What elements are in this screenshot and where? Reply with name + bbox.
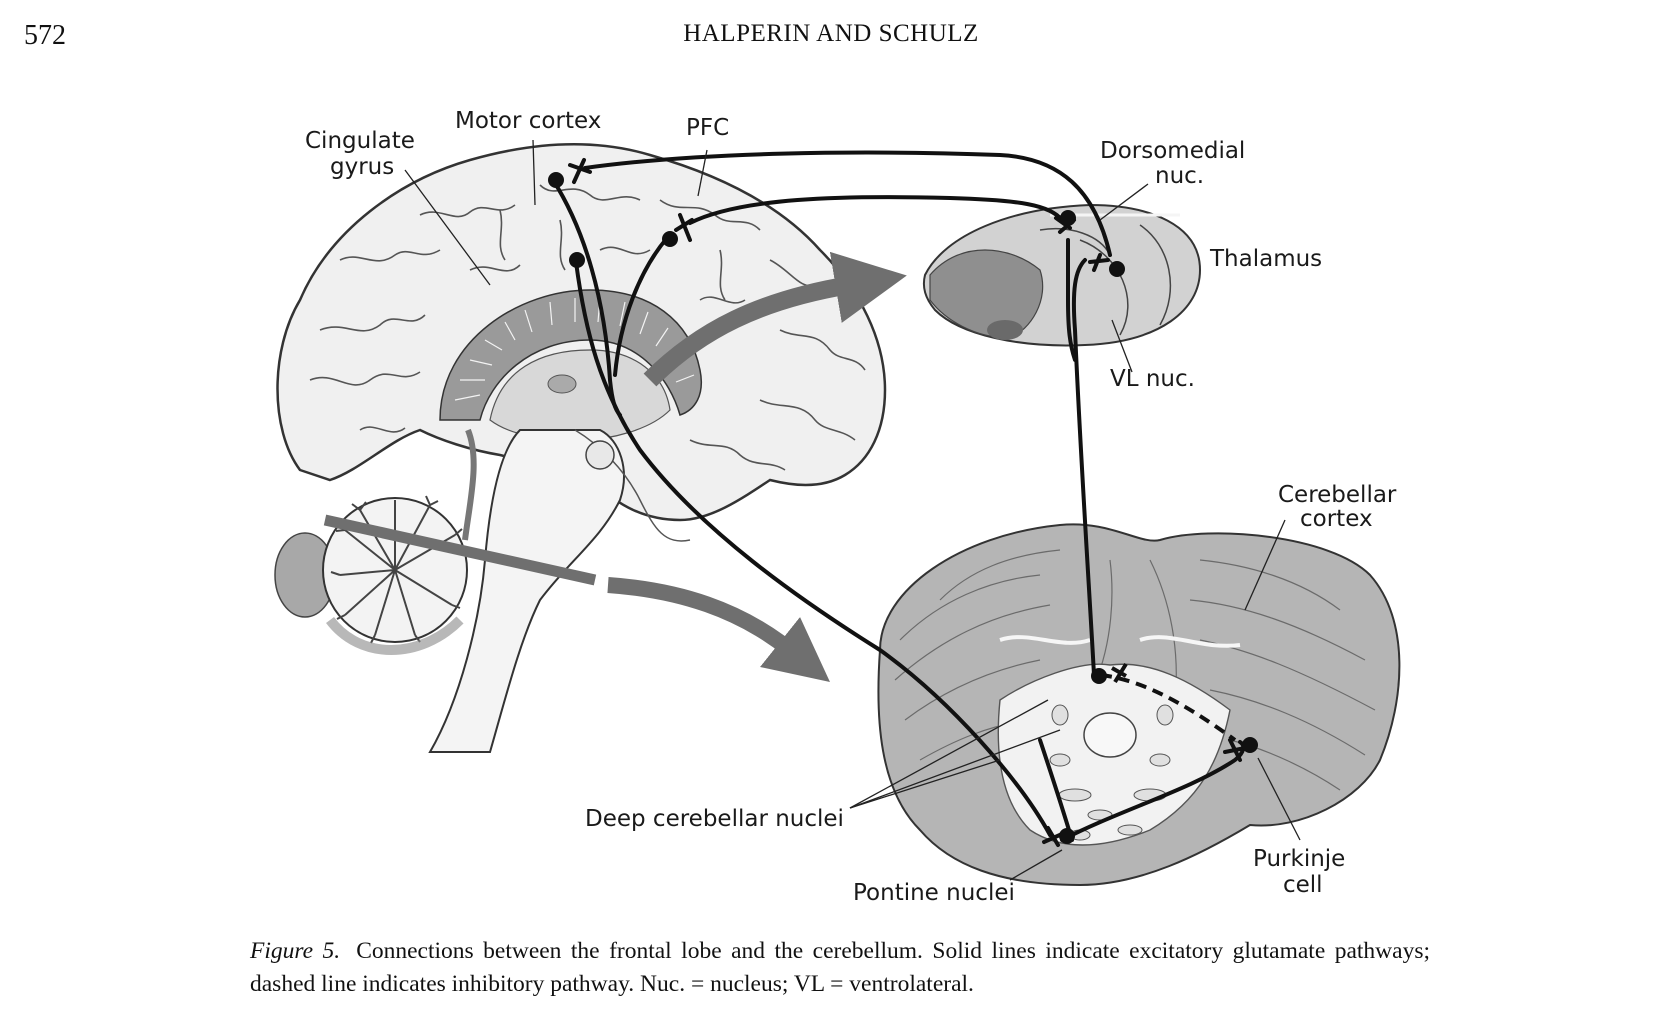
- sagittal-brain-illustration: [274, 143, 887, 753]
- small-cerebellum: [274, 495, 468, 655]
- label-cerebellar-cortex-line1: Cerebellar: [1278, 482, 1397, 508]
- label-dorsomedial-line1: Dorsomedial: [1100, 138, 1245, 164]
- brainstem: [428, 429, 625, 753]
- pathway-deep-to-vl: [1071, 258, 1096, 677]
- inhibitory-pathway: [1100, 673, 1237, 742]
- label-deep-cerebellar-nuclei: Deep cerebellar nuclei: [585, 806, 844, 832]
- label-cerebellar-cortex-line2: cortex: [1300, 506, 1373, 532]
- brain-figure-illustration: Cingulate gyrus Motor cortex PFC Dorsome…: [274, 108, 1401, 906]
- page-number: 572: [24, 20, 66, 51]
- label-pfc: PFC: [686, 115, 729, 141]
- label-purkinje-line2: cell: [1283, 872, 1323, 898]
- pathway-pfc-to-dorsomedial: [688, 195, 1064, 225]
- figure-caption: Figure 5.Connections between the frontal…: [250, 935, 1430, 1001]
- cerebellum-section-illustration: [877, 523, 1401, 887]
- cell-bodies: [548, 172, 1258, 844]
- label-dorsomedial-line2: nuc.: [1155, 163, 1204, 189]
- label-cingulate-line1: Cingulate: [305, 128, 415, 154]
- leader-lines: [404, 139, 1301, 881]
- thalamus-illustration: [922, 203, 1202, 347]
- label-cingulate-line2: gyrus: [330, 154, 394, 180]
- pathway-pfc-descending: [613, 236, 669, 377]
- label-vl-nuc: VL nuc.: [1110, 366, 1195, 392]
- running-head: HALPERIN AND SCHULZ: [683, 20, 979, 47]
- label-pontine-nuclei: Pontine nuclei: [853, 880, 1015, 906]
- arrow-to-cerebellum: [607, 577, 830, 682]
- label-purkinje-line1: Purkinje: [1253, 846, 1345, 872]
- caption-figure-number: Figure 5.: [250, 938, 341, 964]
- section-bar: [323, 514, 597, 586]
- pathway-motor-to-thalamus: [583, 150, 1112, 257]
- label-thalamus: Thalamus: [1209, 246, 1322, 272]
- arrow-to-thalamus: [643, 251, 907, 387]
- label-motor-cortex: Motor cortex: [455, 108, 601, 134]
- caption-text: Connections between the frontal lobe and…: [250, 938, 1430, 997]
